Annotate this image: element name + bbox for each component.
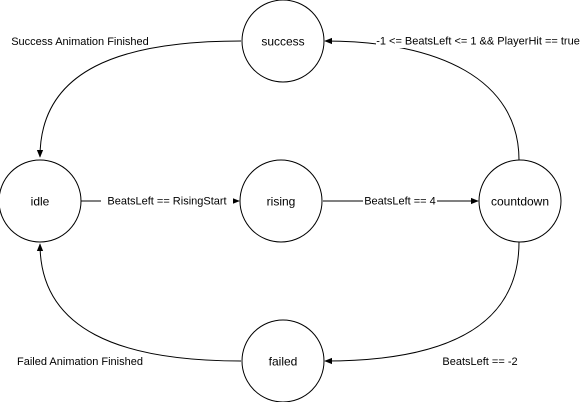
transition-label-success-to-idle: Success Animation Finished [11,36,149,48]
state-success-label: success [261,35,304,49]
transition-label-rising-to-countdown: BeatsLeft == 4 [364,196,436,208]
transition-label-countdown-to-failed: BeatsLeft == -2 [442,356,517,368]
transition-label-failed-to-idle: Failed Animation Finished [17,356,143,368]
label-bg-idle-to-rising [101,193,233,208]
edge-countdown-to-success [324,37,520,161]
transition-label-idle-to-rising: BeatsLeft == RisingStart [107,196,226,208]
state-failed-label: failed [269,355,298,369]
state-idle-label: idle [31,195,50,209]
state-countdown-label: countdown [491,195,549,209]
transition-label-countdown-to-success: -1 <= BeatsLeft <= 1 && PlayerHit == tru… [376,36,580,48]
label-bg-countdown-to-success [376,33,580,48]
edge-countdown-to-failed [324,241,520,365]
state-idle: idle [0,159,82,243]
state-success: success [241,0,325,83]
label-bg-rising-to-countdown [363,193,437,208]
state-failed: failed [241,319,325,402]
edge-failed-to-idle [36,243,242,362]
edge-success-to-idle [36,40,242,158]
state-rising-label: rising [267,195,296,209]
state-countdown: countdown [478,159,562,243]
state-rising: rising [239,159,323,243]
